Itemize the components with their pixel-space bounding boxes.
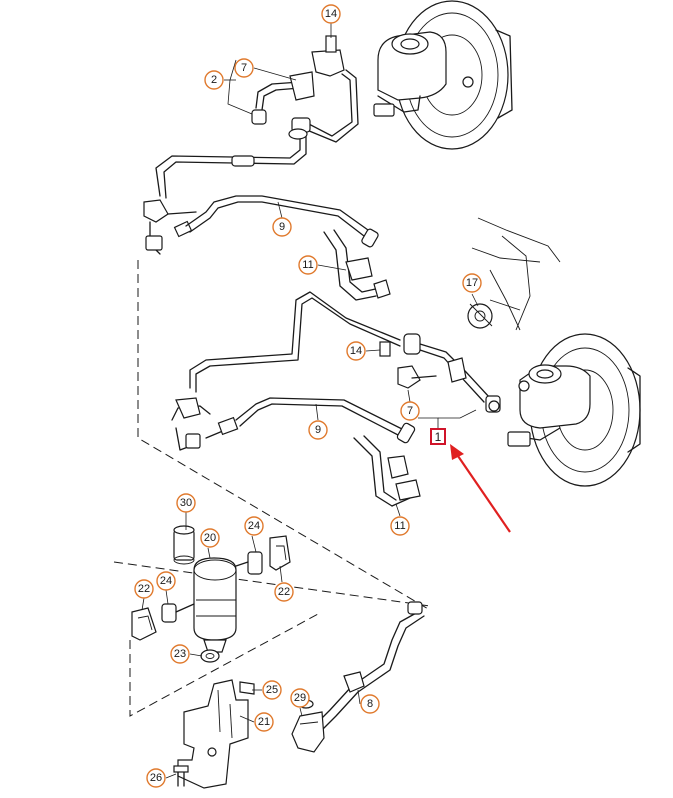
callout-26[interactable]: 26 — [146, 768, 166, 788]
callout-21[interactable]: 21 — [254, 712, 274, 732]
callout-20-label: 20 — [204, 532, 216, 544]
callout-29-label: 29 — [294, 692, 306, 704]
callout-25[interactable]: 25 — [262, 680, 282, 700]
pump-bracket — [173, 679, 255, 789]
red-pointer-arrow — [450, 444, 511, 533]
callout-2-label: 2 — [211, 74, 217, 86]
callout-9-middle[interactable]: 9 — [308, 420, 328, 440]
callout-11-middle[interactable]: 11 — [390, 516, 410, 536]
callout-22-left[interactable]: 22 — [134, 579, 154, 599]
callout-25-label: 25 — [266, 684, 278, 696]
callout-11-top[interactable]: 11 — [298, 255, 318, 275]
callout-14-middle-label: 14 — [350, 345, 362, 357]
callout-17-label: 17 — [466, 277, 478, 289]
callout-22-right-label: 22 — [278, 586, 290, 598]
callout-22-left-label: 22 — [138, 583, 150, 595]
callout-14-top[interactable]: 14 — [321, 4, 341, 24]
callout-9-middle-label: 9 — [315, 424, 321, 436]
vacuum-pump-assembly — [131, 525, 291, 663]
callout-22-right[interactable]: 22 — [274, 582, 294, 602]
callout-26-label: 26 — [150, 772, 162, 784]
connector-tee-lower — [171, 397, 416, 451]
brake-booster-middle — [507, 333, 641, 487]
callout-24-left-label: 24 — [160, 575, 172, 587]
callout-7-middle-label: 7 — [407, 405, 413, 417]
leader-lines — [141, 23, 479, 779]
callout-23[interactable]: 23 — [170, 644, 190, 664]
vacuum-line-lower — [291, 601, 425, 753]
callout-30[interactable]: 30 — [176, 493, 196, 513]
callout-8-label: 8 — [367, 698, 373, 710]
callout-24-left[interactable]: 24 — [156, 571, 176, 591]
callout-11-middle-label: 11 — [394, 520, 405, 532]
engine-bracket — [467, 217, 561, 331]
hose-elbow-upper — [323, 229, 391, 301]
callout-14-middle[interactable]: 14 — [346, 341, 366, 361]
callout-24-right[interactable]: 24 — [244, 516, 264, 536]
callout-23-label: 23 — [174, 648, 186, 660]
clip-bracket-middle — [379, 341, 437, 389]
assembly-dashed-lines — [113, 260, 431, 717]
callout-9-top-label: 9 — [279, 221, 285, 233]
callout-14-top-label: 14 — [325, 8, 337, 20]
brake-booster-top — [373, 0, 513, 150]
callout-7-top[interactable]: 7 — [234, 58, 254, 78]
callout-20[interactable]: 20 — [200, 528, 220, 548]
callout-7-top-label: 7 — [241, 62, 247, 74]
callout-9-top[interactable]: 9 — [272, 217, 292, 237]
callout-30-label: 30 — [180, 497, 192, 509]
hose-elbow-lower — [353, 435, 421, 507]
callout-7-middle[interactable]: 7 — [400, 401, 420, 421]
callout-17[interactable]: 17 — [462, 273, 482, 293]
callout-1-highlighted[interactable]: 1 — [430, 428, 446, 445]
connector-tee-upper — [143, 195, 379, 255]
callout-29[interactable]: 29 — [290, 688, 310, 708]
vacuum-hose-middle — [189, 291, 501, 413]
callout-21-label: 21 — [258, 716, 270, 728]
callout-8[interactable]: 8 — [360, 694, 380, 714]
callout-1-label: 1 — [435, 430, 442, 444]
callout-2[interactable]: 2 — [204, 70, 224, 90]
callout-11-top-label: 11 — [302, 259, 313, 271]
vacuum-hose-top — [155, 35, 359, 199]
callout-24-right-label: 24 — [248, 520, 260, 532]
